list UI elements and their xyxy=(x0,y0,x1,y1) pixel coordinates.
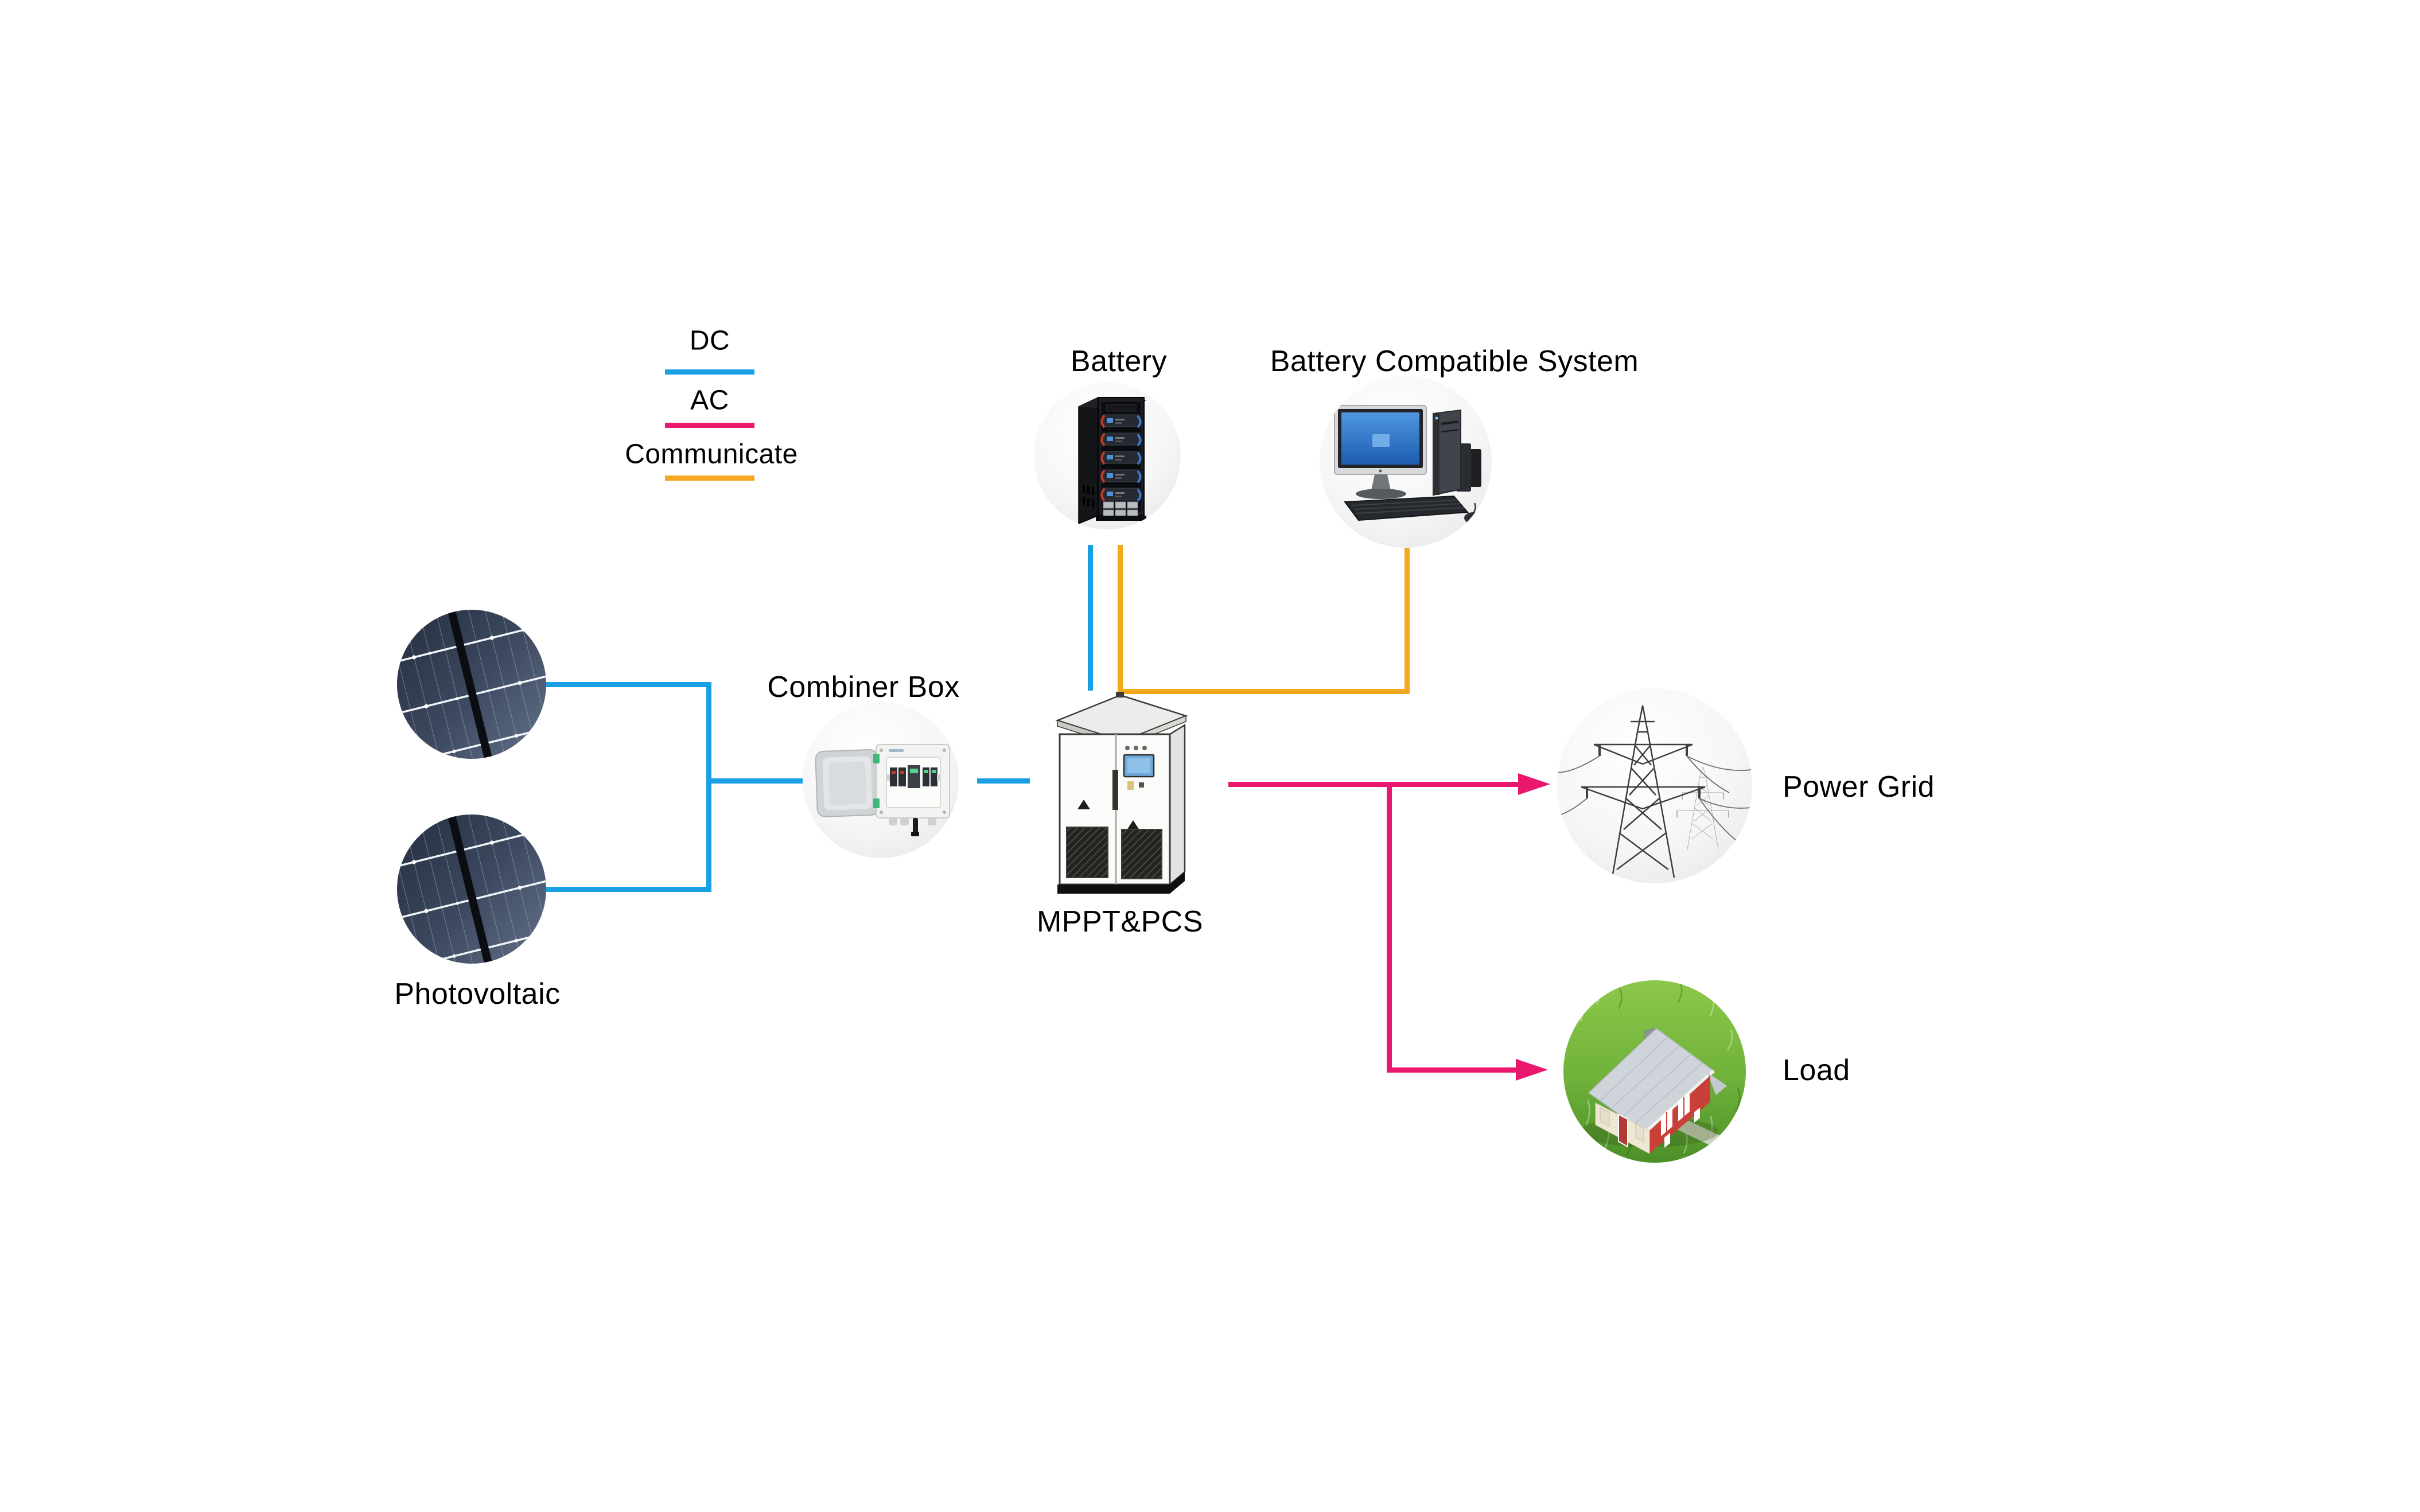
legend-ac-label: AC xyxy=(690,385,729,416)
model-house-icon xyxy=(1563,980,1746,1163)
inverter-cabinet-icon xyxy=(1055,692,1188,894)
battery-compatible-system-label: Battery Compatible System xyxy=(1270,345,1639,378)
power-grid-photo xyxy=(1557,688,1752,883)
desktop-computer-icon xyxy=(1334,405,1483,524)
ac-line-mppt-grid xyxy=(1228,782,1518,787)
load-label: Load xyxy=(1783,1054,1850,1087)
dc-line-battery-mppt xyxy=(1088,545,1093,691)
dc-line-pv1 xyxy=(544,682,711,687)
mppt-pcs-label: MPPT&PCS xyxy=(1036,905,1204,938)
dc-line-pv-junction xyxy=(706,682,711,892)
power-grid-label: Power Grid xyxy=(1783,770,1935,804)
comm-line-horizontal xyxy=(1118,689,1410,694)
mppt-pcs-photo xyxy=(1047,683,1196,912)
transmission-tower-icon xyxy=(1557,705,1752,878)
photovoltaic-panel-2-photo xyxy=(397,815,546,964)
comm-line-battery-down xyxy=(1118,545,1123,694)
combiner-box-photo xyxy=(803,702,959,858)
legend-ac-line xyxy=(665,423,754,428)
battery-photo xyxy=(1034,383,1181,529)
photovoltaic-label: Photovoltaic xyxy=(394,977,561,1011)
legend-communicate-label: Communicate xyxy=(625,439,798,470)
ac-arrowhead-grid xyxy=(1518,773,1550,795)
legend-dc-label: DC xyxy=(689,325,730,356)
combiner-box-icon xyxy=(815,744,950,836)
battery-rack-icon xyxy=(1078,396,1146,525)
photovoltaic-panel-1-photo xyxy=(397,610,546,759)
solar-panel-icon xyxy=(397,610,546,759)
battery-label: Battery xyxy=(1070,345,1168,378)
ac-line-branch-down xyxy=(1387,782,1392,1073)
dc-line-junction-combiner xyxy=(709,778,803,784)
dc-line-pv2 xyxy=(544,887,711,892)
battery-compatible-system-photo xyxy=(1320,376,1492,548)
comm-line-bcs-up xyxy=(1404,548,1410,694)
combiner-box-label: Combiner Box xyxy=(767,671,960,704)
solar-panel-icon xyxy=(397,815,546,964)
dc-line-combiner-mppt xyxy=(977,778,1030,784)
legend-dc-line xyxy=(665,369,754,375)
ac-arrowhead-load xyxy=(1516,1059,1548,1081)
load-photo xyxy=(1563,980,1746,1163)
ac-line-branch-load xyxy=(1387,1067,1516,1073)
legend-communicate-line xyxy=(665,476,754,481)
